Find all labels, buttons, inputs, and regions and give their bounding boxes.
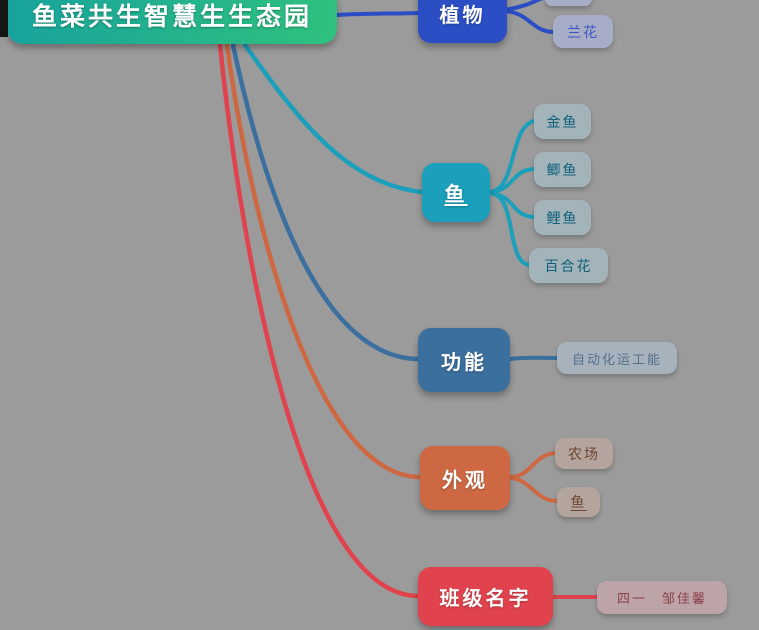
child-node-carp[interactable]: 鲤鱼 [534,200,591,235]
root-node-label: 鱼菜共生智慧生生态园 [31,2,312,31]
branch-node-plants[interactable]: 植物 [418,0,507,43]
branch-node-fish[interactable]: 鱼 [422,163,490,222]
connector-plants-orchid [503,9,555,34]
connector-root-appearance [224,42,423,480]
child-node-orchid[interactable]: 兰花 [553,15,613,48]
child-node-automation-label: 自动化运工能 [571,352,662,368]
branch-node-plants-label: 植物 [439,3,486,27]
child-node-fish-appearance-label: 鱼 [570,495,587,511]
child-node-farm-label: 农场 [568,446,600,463]
connector-appearance-farm [508,451,557,479]
child-node-student[interactable]: 四一 邹佳馨 [597,581,727,614]
child-node-student-label: 四一 邹佳馨 [616,592,707,607]
connector-function-automation [508,355,559,361]
child-node-carp-label: 鲤鱼 [546,210,579,227]
branch-node-appearance-label: 外观 [442,467,488,492]
connector-fish-crucian [488,167,536,194]
connector-root-fish [242,42,425,195]
branch-node-appearance[interactable]: 外观 [420,446,510,510]
branch-node-function-label: 功能 [441,349,487,374]
child-node-plants-cutoff[interactable] [545,0,592,6]
child-node-goldfish[interactable]: 金鱼 [534,104,591,139]
branch-node-classname[interactable]: 班级名字 [418,567,553,626]
child-node-fish-appearance[interactable]: 鱼 [557,487,600,517]
child-node-goldfish-label: 金鱼 [546,114,579,131]
child-node-lily-label: 百合花 [544,258,593,275]
connector-root-classname [217,42,421,599]
connector-root-plants [335,11,420,17]
child-node-automation[interactable]: 自动化运工能 [557,342,677,374]
connector-plants-child-top [503,0,543,12]
child-node-crucian-carp-label: 鲫鱼 [546,162,579,179]
screen-edge-remnant [0,0,8,37]
child-node-lily[interactable]: 百合花 [529,248,608,283]
connector-appearance-fish [508,476,559,503]
connector-root-function [230,42,421,362]
branch-node-function[interactable]: 功能 [418,328,510,392]
branch-node-classname-label: 班级名字 [439,586,532,610]
branch-node-fish-label: 鱼 [444,182,468,206]
root-node[interactable]: 鱼菜共生智慧生生态园 [7,0,337,44]
child-node-farm[interactable]: 农场 [555,438,613,469]
connector-fish-lily [488,191,531,267]
child-node-orchid-label: 兰花 [567,24,599,41]
child-node-crucian-carp[interactable]: 鲫鱼 [534,152,591,187]
